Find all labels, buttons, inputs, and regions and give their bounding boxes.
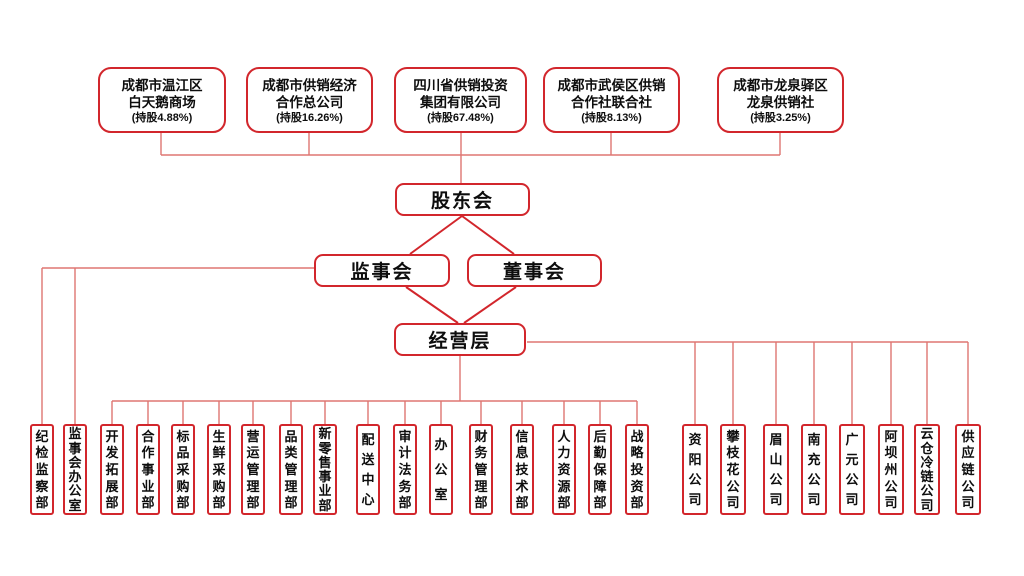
shareholder-box-4: 成都市武侯区供销 合作社联合社 (持股8.13%) — [543, 67, 680, 133]
shareholding-percent: (持股16.26%) — [276, 111, 343, 124]
subsidiary-box-2: 攀枝花公司 — [720, 424, 746, 515]
shareholder-name: 成都市供销经济 — [262, 77, 357, 93]
dept-box-13: 人力资源部 — [552, 424, 576, 515]
dept-box-1: 开发拓展部 — [100, 424, 124, 515]
shareholder-box-5: 成都市龙泉驿区 龙泉供销社 (持股3.25%) — [717, 67, 844, 133]
shareholder-name: 成都市龙泉驿区 — [733, 77, 828, 93]
sup-dept-box-2: 监事会办公室 — [63, 424, 87, 515]
shareholder-name: 龙泉供销社 — [746, 94, 815, 110]
supervisory-board-box: 监事会 — [314, 254, 450, 287]
dept-box-5: 营运管理部 — [241, 424, 265, 515]
shareholder-box-3: 四川省供销投资 集团有限公司 (持股67.48%) — [394, 67, 527, 133]
shareholding-percent: (持股3.25%) — [750, 111, 811, 124]
dept-box-7: 新零售事业部 — [313, 424, 337, 515]
dept-box-6: 品类管理部 — [279, 424, 303, 515]
dept-box-10: 办公室 — [429, 424, 453, 515]
dept-box-11: 财务管理部 — [469, 424, 493, 515]
shareholder-name: 集团有限公司 — [420, 94, 501, 110]
subsidiary-box-1: 资阳公司 — [682, 424, 708, 515]
dept-box-9: 审计法务部 — [393, 424, 417, 515]
dept-box-15: 战略投资部 — [625, 424, 649, 515]
board-of-directors-box: 董事会 — [467, 254, 602, 287]
shareholder-name: 白天鹅商场 — [128, 94, 196, 110]
shareholding-percent: (持股8.13%) — [581, 111, 642, 124]
shareholder-box-1: 成都市温江区 白天鹅商场 (持股4.88%) — [98, 67, 226, 133]
sup-dept-box-1: 纪检监察部 — [30, 424, 54, 515]
management-box: 经营层 — [394, 323, 526, 356]
shareholder-name: 合作社联合社 — [571, 94, 652, 110]
subsidiary-box-3: 眉山公司 — [763, 424, 789, 515]
shareholder-name: 成都市温江区 — [121, 77, 203, 93]
subsidiary-box-8: 供应链公司 — [955, 424, 981, 515]
shareholding-percent: (持股67.48%) — [427, 111, 494, 124]
subsidiary-box-6: 阿坝州公司 — [878, 424, 904, 515]
shareholder-tree-lines — [160, 133, 781, 183]
dept-box-12: 信息技术部 — [510, 424, 534, 515]
shareholding-percent: (持股4.88%) — [131, 111, 193, 124]
department-tree-lines — [111, 356, 638, 424]
dept-box-8: 配送中心 — [356, 424, 380, 515]
dept-box-3: 标品采购部 — [171, 424, 195, 515]
shareholder-name: 四川省供销投资 — [413, 77, 508, 93]
subsidiary-tree-lines — [527, 341, 969, 424]
supervisory-tree-lines — [41, 267, 314, 424]
shareholders-meeting-box: 股东会 — [395, 183, 530, 216]
dept-box-2: 合作事业部 — [136, 424, 160, 515]
subsidiary-box-5: 广元公司 — [839, 424, 865, 515]
shareholder-box-2: 成都市供销经济 合作总公司 (持股16.26%) — [246, 67, 373, 133]
subsidiary-box-7: 云仓冷链公司 — [914, 424, 940, 515]
shareholder-name: 合作总公司 — [275, 94, 344, 110]
shareholder-name: 成都市武侯区供销 — [557, 77, 666, 93]
dept-box-14: 后勤保障部 — [588, 424, 612, 515]
subsidiary-box-4: 南充公司 — [801, 424, 827, 515]
dept-box-4: 生鲜采购部 — [207, 424, 231, 515]
